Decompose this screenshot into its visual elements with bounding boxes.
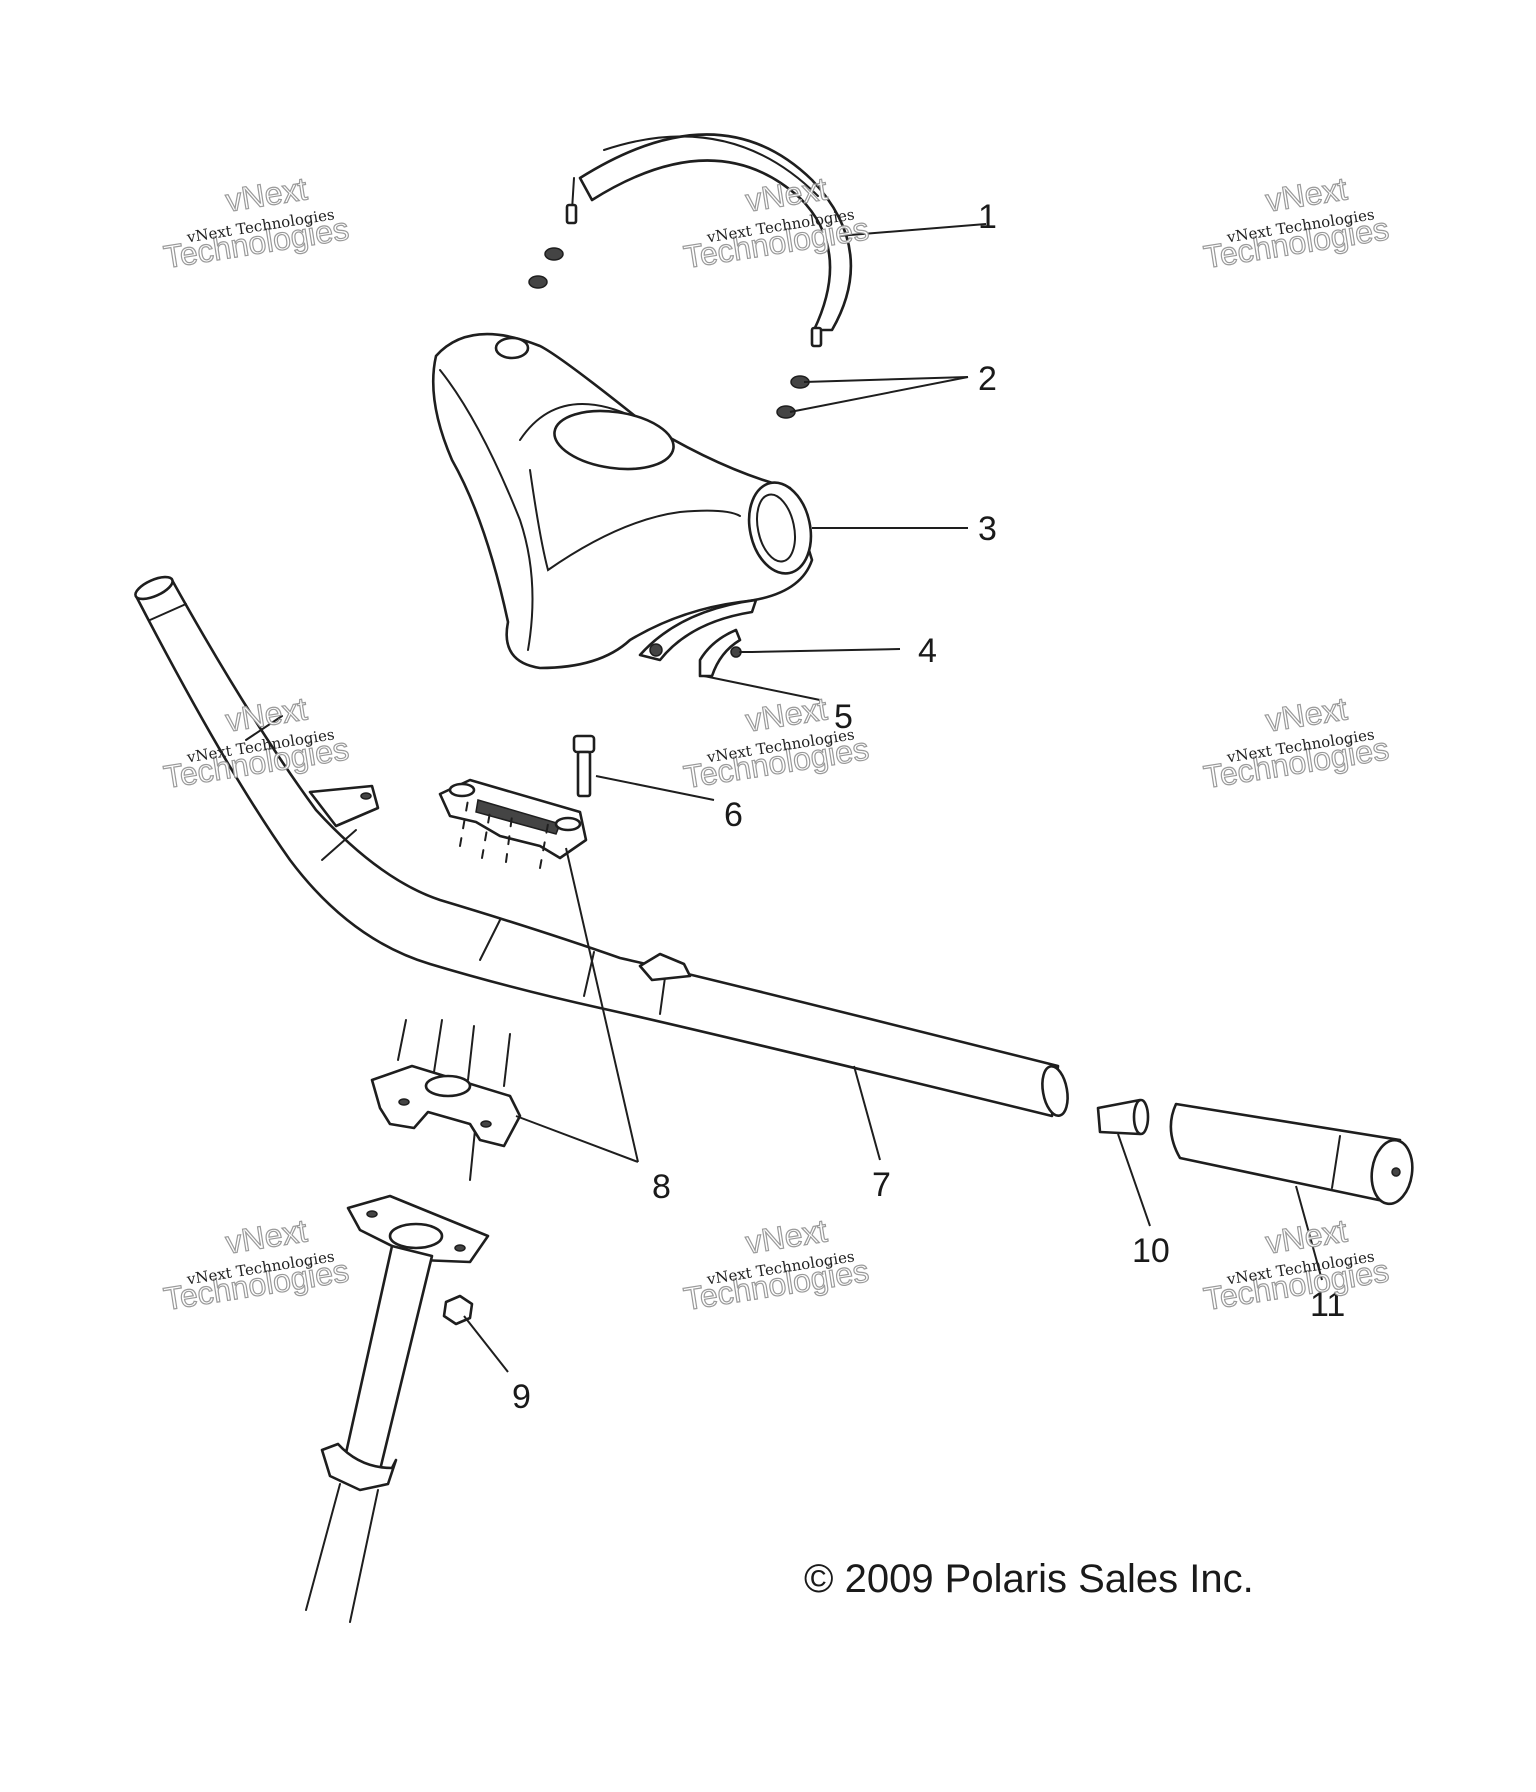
part-7-handlebar	[134, 575, 1069, 1118]
part-1-trim-strip	[565, 133, 853, 348]
part-8-lower-clamp	[370, 1064, 522, 1148]
callout-labels: 1 2 3 4 5 6 7 8 9 10 11	[512, 198, 1345, 1416]
part-2-nuts	[528, 247, 810, 419]
callout-6: 6	[724, 796, 743, 834]
callout-9: 9	[512, 1378, 531, 1416]
callout-3: 3	[978, 510, 997, 548]
part-6-bolt	[572, 734, 596, 798]
part-8-upper-clamp	[438, 778, 588, 860]
part-3-handlebar-cover	[431, 332, 814, 670]
callout-4: 4	[918, 632, 937, 670]
callout-5: 5	[834, 698, 853, 736]
leader-lines	[463, 223, 1323, 1373]
callout-7: 7	[872, 1166, 891, 1204]
part-4-screw	[730, 646, 753, 658]
callout-2: 2	[978, 360, 997, 398]
copyright-notice: © 2009 Polaris Sales Inc.	[804, 1557, 1254, 1601]
part-10-plug	[1096, 1098, 1150, 1136]
callout-1: 1	[978, 198, 997, 236]
callout-11: 11	[1310, 1286, 1345, 1324]
callout-8: 8	[652, 1168, 671, 1206]
callout-10: 10	[1132, 1232, 1170, 1270]
part-11-grip	[1169, 1102, 1414, 1206]
steering-post	[305, 1194, 490, 1623]
part-5-clip	[698, 628, 742, 678]
